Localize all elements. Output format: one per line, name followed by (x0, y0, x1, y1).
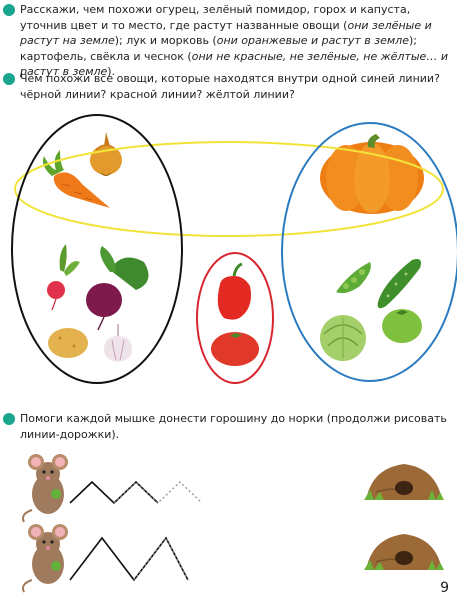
burrow-icon (364, 464, 444, 500)
potato-icon (48, 328, 88, 358)
page-number: 9 (440, 580, 449, 596)
blue-loop (281, 122, 457, 382)
task-bullet (3, 413, 15, 425)
carrot-icon (43, 150, 110, 208)
cabbage-icon (320, 315, 366, 361)
green-tomato-icon (382, 309, 422, 343)
italic-answer: они не красные, не зелёные, не жёлтые… и… (20, 49, 448, 79)
garlic-icon (104, 324, 132, 362)
text-segment: Чем похожи все овощи, которые находятся … (20, 72, 440, 101)
italic-answer: они оранжевые и растут в земле (216, 34, 409, 47)
mouse-icon (22, 454, 68, 523)
cucumber-icon (377, 259, 421, 309)
task-1-text: Расскажи, чем похожи огурец, зелёный пом… (20, 2, 448, 80)
text-segment: ); картофель, свёкла и чеснок ( (20, 34, 417, 63)
mouse-icon (22, 524, 68, 593)
path-line-1 (69, 480, 159, 505)
text-segment: ). (107, 65, 116, 78)
pumpkin-icon (320, 134, 424, 214)
text-segment: Расскажи, чем похожи огурец, зелёный пом… (20, 3, 411, 32)
burrow-icon (364, 534, 444, 570)
red-loop (196, 252, 274, 384)
peas-icon (336, 262, 371, 294)
text-segment: Помоги каждой мышке донести горошину до … (20, 412, 447, 441)
black-loop (11, 114, 183, 384)
yellow-loop (14, 141, 444, 237)
beet-icon (86, 246, 149, 331)
tomato-icon (211, 332, 259, 366)
task-3-text: Помоги каждой мышке донести горошину до … (20, 411, 450, 442)
dotted-path-1 (113, 481, 203, 504)
onion-icon (90, 132, 122, 177)
italic-answer: они зелёные и растут на земле (20, 18, 432, 48)
path-line-2 (69, 536, 189, 582)
radish-icon (47, 244, 80, 311)
pepper-icon (217, 262, 251, 320)
task-bullet (3, 73, 15, 85)
task-bullet (3, 4, 15, 16)
text-segment: ); лук и морковь ( (114, 34, 217, 47)
task-2-text: Чем похожи все овощи, которые находятся … (20, 71, 450, 102)
